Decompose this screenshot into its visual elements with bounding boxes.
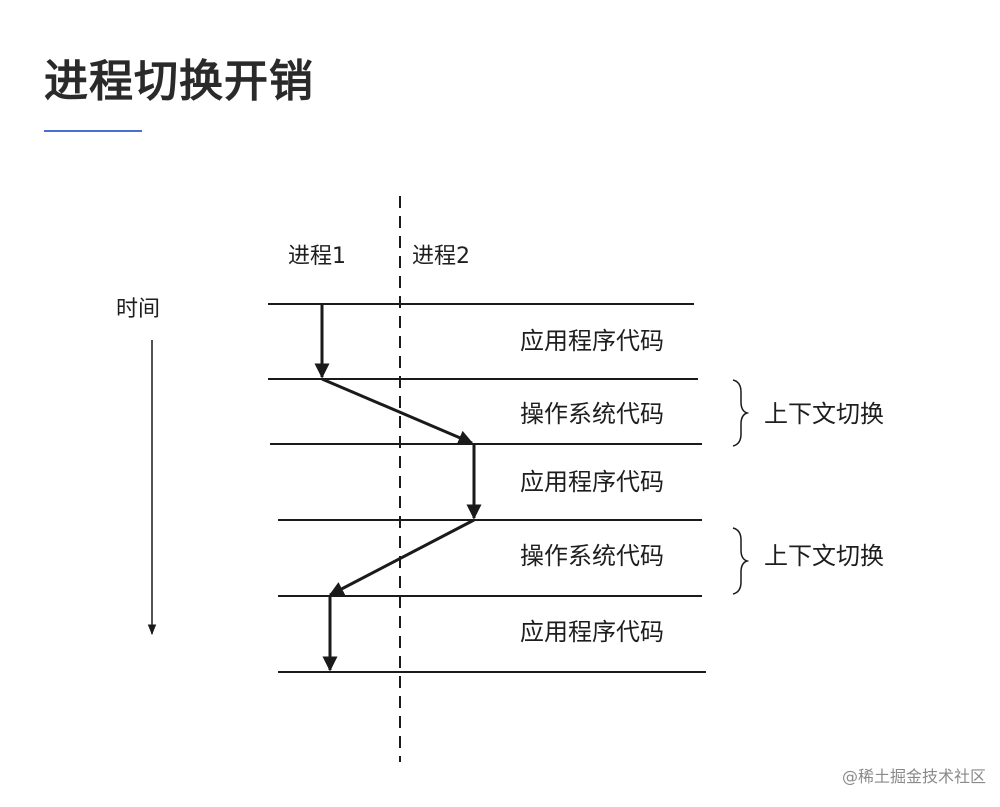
slide-title: 进程切换开销 bbox=[44, 56, 314, 107]
title-underline bbox=[44, 130, 142, 132]
execution-arrow bbox=[321, 377, 474, 445]
context-switch-label: 上下文切换 bbox=[764, 400, 884, 428]
brace bbox=[732, 379, 750, 447]
process1-label: 进程1 bbox=[288, 244, 346, 269]
segment-label: 应用程序代码 bbox=[520, 327, 664, 355]
segment-label: 操作系统代码 bbox=[520, 400, 664, 428]
process2-label: 进程2 bbox=[412, 244, 470, 269]
segment-label: 应用程序代码 bbox=[520, 468, 664, 496]
execution-arrow bbox=[328, 518, 475, 597]
segment-label: 应用程序代码 bbox=[520, 618, 664, 646]
time-label: 时间 bbox=[116, 297, 160, 322]
context-switch-label: 上下文切换 bbox=[764, 542, 884, 570]
brace bbox=[732, 527, 750, 595]
watermark: @稀土掘金技术社区 bbox=[841, 767, 986, 786]
segment-label: 操作系统代码 bbox=[520, 542, 664, 570]
